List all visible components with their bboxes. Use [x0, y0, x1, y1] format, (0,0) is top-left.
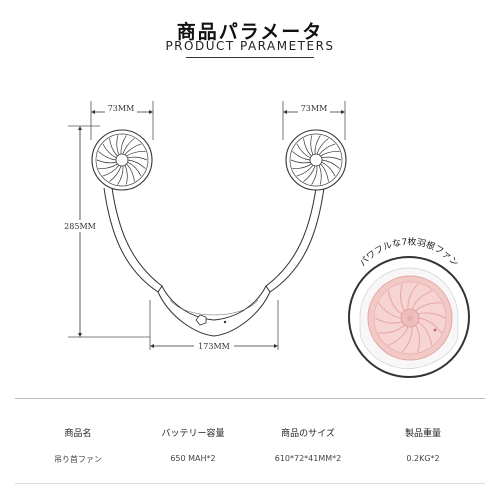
fan-blade [102, 143, 117, 159]
fan-blade [292, 163, 312, 169]
fan-blade [126, 151, 146, 157]
spec-value-battery: 650 MAH*2 [170, 454, 216, 463]
fan-blade [98, 163, 118, 169]
fan-blade [417, 312, 446, 319]
spec-header-size: 商品のサイズ [281, 429, 335, 439]
dimension-label-height: 285MM [64, 222, 96, 231]
spec-value-weight: 0.2KG*2 [406, 454, 440, 463]
fan-blade [290, 159, 311, 164]
fan-blade [417, 321, 433, 346]
dimension-label-right-fan: 73MM [301, 104, 328, 113]
fan-blade [127, 161, 142, 177]
indicator-light-icon [223, 320, 227, 324]
fan-blade [122, 138, 135, 155]
dimension-bottom-width: 173MM [149, 300, 279, 351]
fan-blade [98, 151, 117, 161]
fan-blade [318, 165, 322, 185]
fan-blade [387, 326, 409, 346]
fan-photo: パワフルな7枚羽根ファン [348, 236, 470, 378]
dimension-height: 285MM [62, 125, 150, 338]
dimension-left-fan-width: 73MM [90, 101, 154, 140]
page-title: 商品パラメータ [176, 21, 324, 43]
fan-blade [378, 324, 405, 334]
fan-blade [321, 159, 340, 169]
right-fan-icon [285, 129, 347, 191]
fan-blade [321, 156, 342, 161]
fan-blade [120, 135, 127, 155]
fan-blade [320, 151, 340, 157]
neck-band [103, 187, 325, 337]
spec-value-size: 610*72*41MM*2 [274, 454, 342, 463]
fan-blade [374, 317, 403, 324]
fan-blade [303, 138, 312, 157]
fan-blade [127, 156, 148, 161]
spec-header-battery: バッテリー容量 [161, 429, 225, 439]
spec-header-name: 商品名 [64, 429, 92, 439]
fan-blade [314, 135, 321, 155]
fan-blade [418, 317, 442, 334]
fan-blade [318, 143, 336, 156]
dimension-label-bottom-width: 173MM [198, 342, 230, 351]
fan-blade [311, 165, 318, 185]
dimension-right-fan-width: 73MM [282, 101, 346, 140]
spec-divider-top [15, 398, 485, 399]
fan-blade [303, 165, 316, 182]
fan-blade [124, 143, 142, 156]
spec-divider-bottom [15, 483, 485, 484]
left-fan-icon [91, 129, 153, 191]
fan-blade [126, 163, 135, 182]
fan-blade [109, 165, 122, 182]
fan-blade [96, 159, 117, 164]
fan-blade [109, 138, 118, 157]
fan-blade [102, 164, 120, 177]
fan-blade [387, 290, 403, 315]
fan-blade [124, 165, 128, 185]
page-subtitle: PRODUCT PARAMETERS [165, 39, 335, 53]
fan-blade [415, 302, 442, 312]
fan-blade [310, 135, 314, 155]
fan-blade [321, 161, 336, 177]
spec-value-name: 吊り首ファン [54, 455, 102, 464]
title-underline [186, 57, 314, 58]
fan-blade [407, 283, 419, 310]
fan-blade [127, 159, 146, 169]
fan-blade [296, 164, 314, 177]
fan-blade [292, 151, 311, 161]
fan-blade [401, 326, 413, 353]
fan-blade [117, 165, 124, 185]
fan-blade [316, 138, 329, 155]
fan-blade [378, 302, 402, 319]
dimension-label-left-fan: 73MM [108, 104, 135, 113]
fan-blade [296, 143, 311, 159]
fan-blade [415, 324, 420, 353]
fan-blade [116, 135, 120, 155]
fan-blade [320, 163, 329, 182]
fan-blade [400, 283, 405, 312]
fan-blade [411, 290, 433, 310]
power-button-icon [195, 314, 207, 326]
spec-header-weight: 製品重量 [404, 429, 441, 439]
